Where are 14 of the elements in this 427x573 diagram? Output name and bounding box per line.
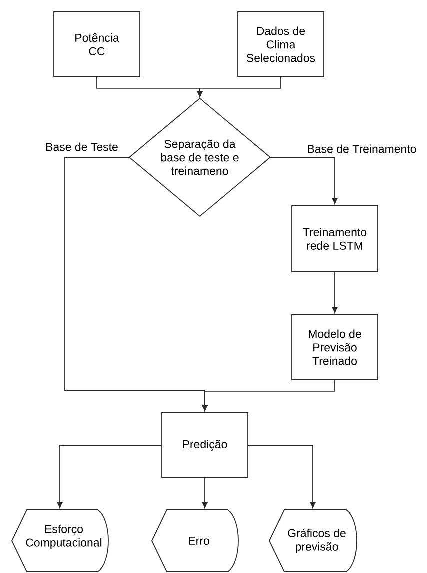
arrow <box>248 445 316 508</box>
arrow <box>270 157 338 204</box>
edge-label: Base de Teste <box>44 142 120 152</box>
arrow <box>197 77 282 98</box>
process-box: Modelo de Previsão Treinado <box>292 314 378 380</box>
process-box: Potência CC <box>54 12 140 78</box>
process-box: Dados de Clima Selecionados <box>238 12 324 78</box>
arrow <box>202 380 336 412</box>
edge-label: Base de Treinamento <box>306 144 418 154</box>
process-box: Treinamento rede LSTM <box>292 206 378 272</box>
arrow <box>332 272 338 314</box>
process-box: Predição <box>162 412 248 478</box>
arrow <box>57 445 162 508</box>
arrow <box>202 478 208 508</box>
